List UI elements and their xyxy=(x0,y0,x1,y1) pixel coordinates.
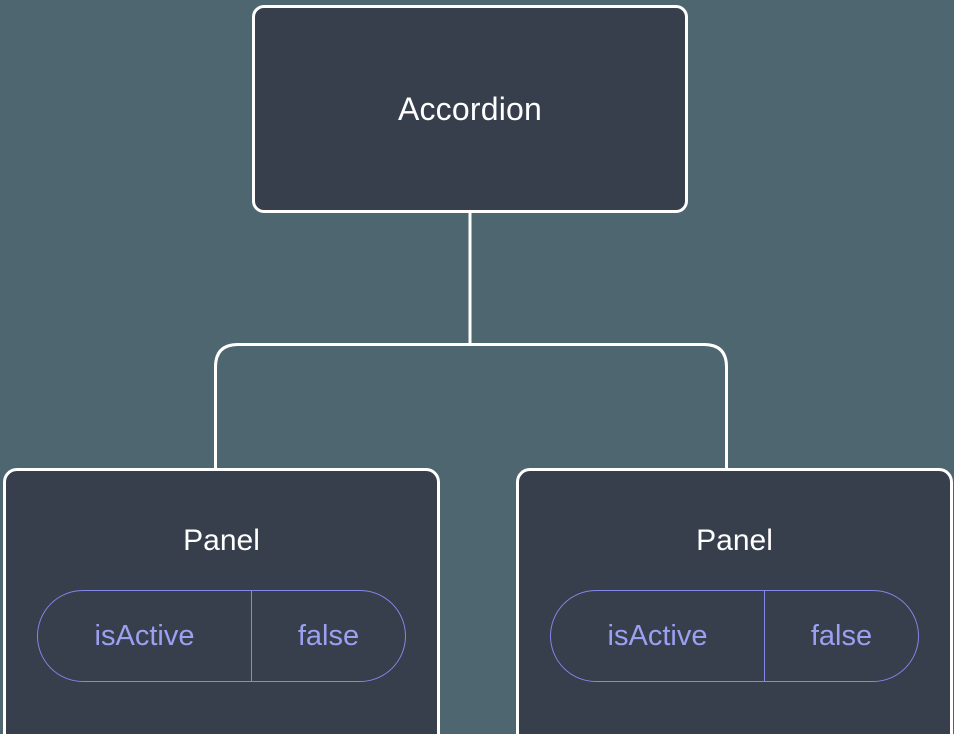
node-label: Panel xyxy=(696,524,773,557)
node-panel-2[interactable]: Panel isActive false xyxy=(516,468,953,734)
prop-badge-isactive[interactable]: isActive false xyxy=(37,590,406,682)
prop-badge-isactive[interactable]: isActive false xyxy=(550,590,919,682)
node-label: Panel xyxy=(183,524,260,557)
prop-key: isActive xyxy=(607,619,708,652)
node-panel-1[interactable]: Panel isActive false xyxy=(3,468,440,734)
node-label: Accordion xyxy=(397,91,543,127)
connector-branch-left xyxy=(214,343,470,470)
prop-value: false xyxy=(764,591,918,681)
node-accordion[interactable]: Accordion xyxy=(252,5,688,213)
connector-branch-right xyxy=(470,343,728,470)
prop-key: isActive xyxy=(94,619,195,652)
prop-value: false xyxy=(251,591,405,681)
